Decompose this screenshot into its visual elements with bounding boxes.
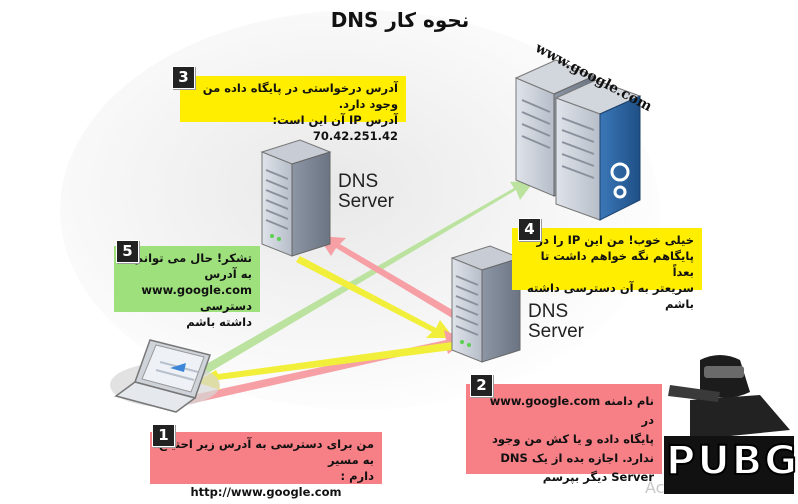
step-2-line-1: نام دامنه www.google.com در	[489, 394, 654, 427]
arrow-red-server2-to-server1	[318, 236, 456, 318]
arrow-red-laptop-to-server2	[188, 330, 466, 404]
step-2-line-4: Server دیگر بپرسم	[542, 470, 654, 484]
step-2-line-2: پایگاه داده و یا کش من وجود	[491, 432, 654, 446]
arrow-yellow-server2-to-laptop	[196, 342, 452, 390]
laptop-icon	[110, 339, 220, 413]
step-1-line-3: http://www.google.com	[190, 485, 342, 499]
step-3-line-1: آدرس درخواستی در پایگاه داده من وجود دار…	[202, 81, 398, 111]
step-5-line-3: داشته باشم	[186, 315, 252, 329]
step-4-line-3: سریعتر به آن دسترسی داشته باشم	[526, 281, 694, 311]
step-4-line-2: پایگاهم نگه خواهم داشت تا بعداً	[540, 249, 694, 279]
step-3-line-2: آدرس IP آن این است: 70.42.251.42	[272, 113, 398, 143]
step-2-number: 2	[470, 374, 493, 397]
step-4-number: 4	[518, 218, 541, 241]
dns-server-1-label-line1: DNS	[338, 171, 379, 192]
arrow-yellow-server1-to-server2	[296, 256, 454, 338]
watermark-text: Ac	[645, 478, 665, 497]
dns-server-1-label-line2: Server	[338, 191, 394, 212]
step-5-line-2: www.google.com دسترسی	[141, 283, 252, 313]
arrow-green-to-google	[196, 180, 535, 378]
step-4-line-1: خیلی خوب! من این IP را در	[536, 233, 694, 247]
step-1-note: من برای دسترسی به آدرس زیر احتیاج به مسی…	[150, 432, 382, 499]
step-5-number: 5	[116, 240, 139, 263]
dns-server-1-label: DNS Server	[338, 172, 394, 212]
dns-server-2-icon	[450, 245, 522, 363]
pubg-character-icon	[664, 355, 794, 494]
step-2-line-3: ندارد. اجازه بده از یک DNS	[500, 451, 654, 465]
step-1-line-2: دارم :	[340, 469, 375, 483]
page-title: نحوه کار DNS	[330, 8, 470, 32]
pubg-badge-text: PUBG	[665, 437, 798, 485]
step-2-note: نام دامنه www.google.com در پایگاه داده …	[466, 384, 662, 484]
step-1-number: 1	[152, 424, 175, 447]
dns-server-2-label: DNS Server	[528, 302, 584, 342]
step-4-note: خیلی خوب! من این IP را در پایگاهم نگه خو…	[512, 228, 702, 311]
step-5-line-1: تشکر! حال می توانم به آدرس	[134, 251, 252, 281]
step-3-note: آدرس درخواستی در پایگاه داده من وجود دار…	[180, 76, 406, 143]
step-1-line-1: من برای دسترسی به آدرس زیر احتیاج به مسی…	[158, 437, 374, 467]
step-3-number: 3	[172, 66, 195, 89]
dns-server-1-icon	[260, 139, 332, 257]
dns-server-2-label-line2: Server	[528, 321, 584, 342]
google-servers-icon	[514, 59, 642, 221]
dns-server-2-label-line1: DNS	[528, 301, 569, 322]
